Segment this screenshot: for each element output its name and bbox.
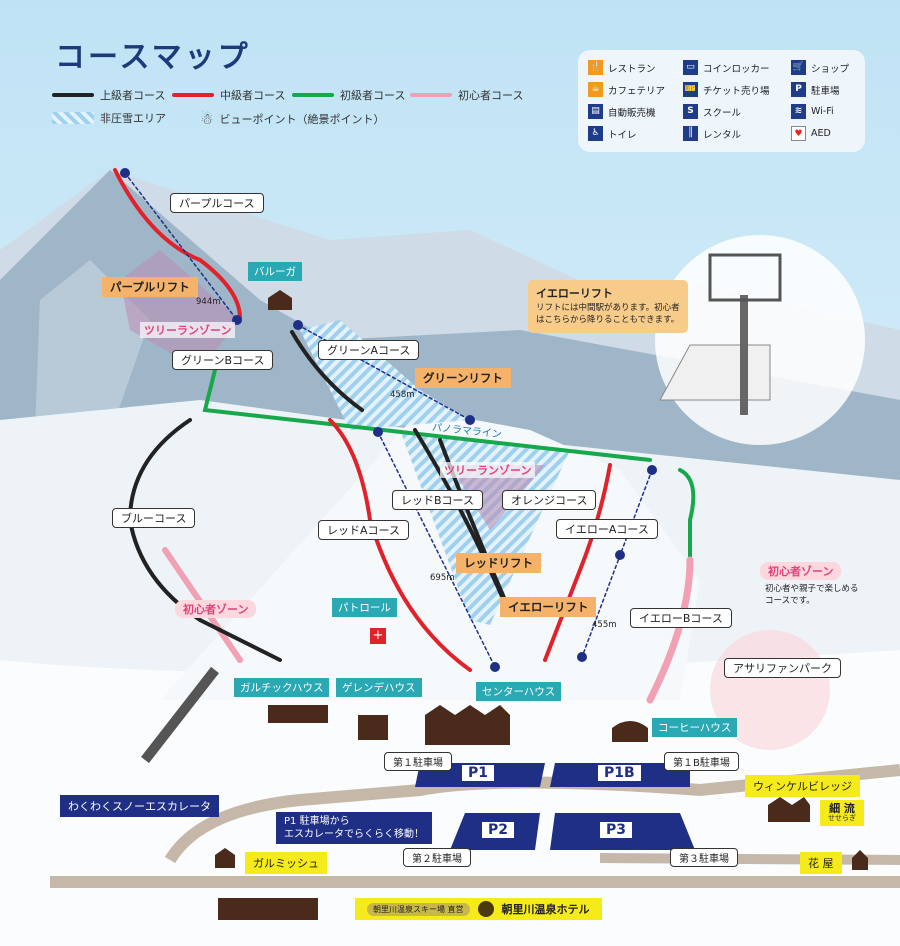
p3-label: P3	[600, 822, 633, 838]
shop-icon: 🛒	[791, 60, 806, 75]
label-patrol[interactable]: パトロール	[332, 598, 397, 617]
parking-icon: P	[791, 82, 806, 97]
label-beginner-zone: 初心者ゾーン	[175, 600, 257, 618]
red-lift-line	[377, 431, 496, 668]
red-lift-length: 695m	[430, 573, 455, 583]
first-aid-icon: +	[370, 628, 386, 644]
label-red-lift[interactable]: レッドリフト	[456, 553, 541, 573]
cafeteria-icon: ☕	[588, 82, 603, 97]
label-treerun-zone: ツリーランゾーン	[140, 322, 236, 338]
label-coffee-house[interactable]: コーヒーハウス	[652, 718, 738, 737]
orange-course[interactable]	[438, 438, 507, 602]
label-orange-course[interactable]: オレンジコース	[502, 490, 597, 510]
label-fun-park[interactable]: アサリファンパーク	[724, 658, 841, 678]
label-baluga[interactable]: バルーガ	[248, 262, 302, 281]
label-beginner-zone-right: 初心者ゾーン	[760, 562, 842, 580]
vending-machine-icon: ▤	[588, 104, 603, 119]
restaurant-icon: 🍴	[588, 60, 603, 75]
facility-legend: 🍴レストラン ☕カフェテリア ▤自動販売機 ♿トイレ ▭コインロッカー 🎫チケッ…	[578, 50, 865, 152]
label-hanaya[interactable]: 花 屋	[800, 852, 842, 874]
legend-ungroomed: 非圧雪エリア	[52, 110, 166, 126]
label-green-a-course[interactable]: グリーンAコース	[318, 340, 420, 360]
legend-rental: ║レンタル	[683, 126, 741, 141]
label-purple-course[interactable]: パープルコース	[170, 193, 264, 213]
label-hotel[interactable]: 朝里川温泉スキー場 直営 朝里川温泉ホテル	[355, 898, 602, 920]
legend-locker: ▭コインロッカー	[683, 60, 770, 75]
legend-cafeteria: ☕カフェテリア	[588, 82, 665, 97]
p1b-label: P1B	[598, 765, 641, 781]
label-treerun-zone: ツリーランゾーン	[440, 462, 536, 478]
page-title: コースマップ	[55, 40, 251, 75]
p1-label: P1	[462, 765, 495, 781]
toilet-icon: ♿	[588, 126, 603, 141]
coin-locker-icon: ▭	[683, 60, 698, 75]
snowman-icon: ☃	[200, 110, 214, 128]
legend-shop: 🛒ショップ	[791, 60, 850, 75]
panorama-line[interactable]	[202, 368, 652, 462]
lot1-label: 第１駐車場	[384, 752, 452, 771]
legend-vending: ▤自動販売機	[588, 104, 656, 119]
green-lift-length: 458m	[390, 390, 415, 400]
label-blue-course[interactable]: ブルーコース	[112, 508, 196, 528]
label-green-lift[interactable]: グリーンリフト	[415, 368, 511, 388]
rental-icon: ║	[683, 126, 698, 141]
lot1b-label: 第１B駐車場	[664, 752, 739, 771]
school-icon: S	[683, 104, 698, 119]
wifi-icon: ≋	[791, 104, 806, 119]
label-purple-lift[interactable]: パープルリフト	[102, 277, 198, 297]
lot2-label: 第２駐車場	[403, 848, 471, 867]
treerun-zone	[450, 465, 545, 530]
label-snow-escalator[interactable]: わくわくスノーエスカレータ	[60, 795, 219, 817]
hotel-logo-icon	[477, 901, 494, 917]
label-gelande-house[interactable]: ゲレンデハウス	[336, 678, 422, 697]
lot3-label: 第３駐車場	[670, 848, 738, 867]
label-yellow-b-course[interactable]: イエローBコース	[630, 608, 732, 628]
label-yellow-a-course[interactable]: イエローAコース	[556, 519, 658, 539]
ticket-icon: 🎫	[683, 82, 698, 97]
beginner-zone-note: 初心者や親子で楽しめるコースです。	[765, 584, 859, 606]
label-garmisch[interactable]: ガルミッシュ	[245, 852, 327, 874]
yellow-lift-length: 455m	[592, 620, 617, 630]
yellow-b-course[interactable]	[678, 468, 696, 562]
legend-expert: 上級者コース	[52, 87, 165, 103]
legend-viewpoint: ☃ビューポイント（絶景ポイント）	[200, 110, 385, 128]
green-a-course[interactable]	[290, 330, 364, 412]
legend-toilet: ♿トイレ	[588, 126, 637, 141]
p2-label: P2	[482, 822, 515, 838]
yellow-lift-note: イエローリフトリフトには中間駅があります。初心者はこちらから降りることもできます…	[528, 280, 688, 334]
label-yellow-lift[interactable]: イエローリフト	[500, 597, 597, 617]
label-winkel-village[interactable]: ウィンケルビレッジ	[745, 775, 860, 797]
legend-wifi: ≋Wi-Fi	[791, 104, 834, 119]
purple-lift-length: 944m	[196, 297, 221, 307]
legend-restaurant: 🍴レストラン	[588, 60, 656, 75]
purple-course[interactable]	[113, 168, 242, 320]
legend-intermediate: 中級者コース	[172, 87, 285, 103]
label-red-b-course[interactable]: レッドBコース	[392, 490, 483, 510]
legend-beginner: 初心者コース	[410, 87, 523, 103]
label-galtic-house[interactable]: ガルチックハウス	[234, 678, 330, 697]
legend-novice: 初級者コース	[292, 87, 405, 103]
legend-ticket: 🎫チケット売り場	[683, 82, 770, 97]
label-seseragi[interactable]: 細 流せせらぎ	[820, 800, 864, 826]
yellow-lift-line	[581, 469, 653, 658]
purple-lift-line	[124, 172, 238, 321]
aed-icon: ♥	[791, 126, 806, 141]
label-center-house[interactable]: センターハウス	[476, 682, 562, 701]
label-green-b-course[interactable]: グリーンBコース	[172, 350, 274, 370]
p1-callout: P1 駐車場から エスカレータでらくらく移動！	[276, 812, 432, 844]
label-red-a-course[interactable]: レッドAコース	[318, 520, 409, 540]
snow-escalator	[141, 666, 219, 764]
legend-aed: ♥AED	[791, 126, 831, 141]
